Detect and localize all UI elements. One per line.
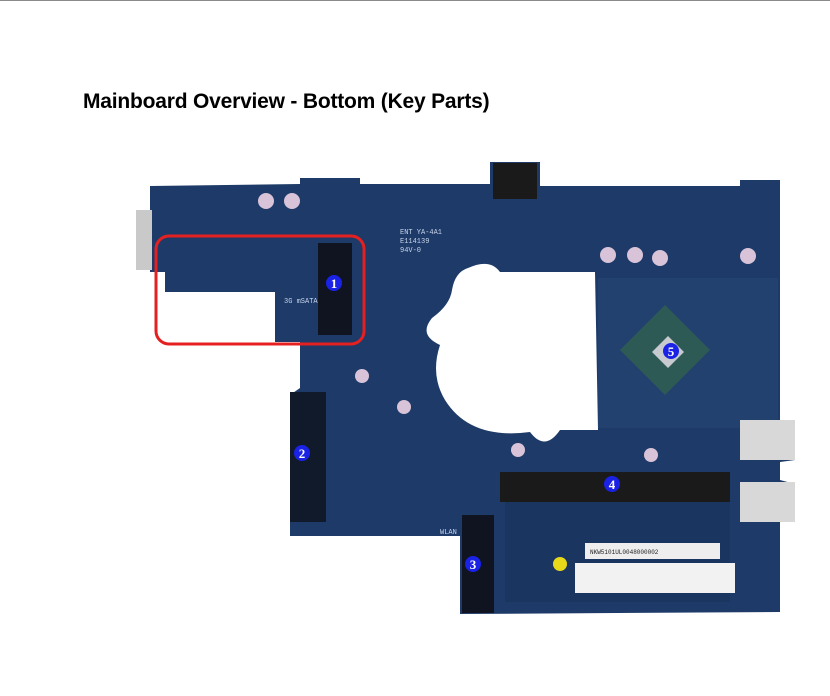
svg-text:2: 2 bbox=[299, 446, 306, 461]
callout-2: 2 bbox=[294, 445, 310, 461]
msata-silkscreen: 3G mSATA bbox=[284, 298, 318, 306]
callout-5: 5 bbox=[663, 343, 679, 359]
barcode-sticker bbox=[575, 563, 735, 593]
side-connector bbox=[136, 210, 152, 270]
board-marking-1: ENT YA-4A1 bbox=[400, 229, 442, 237]
board-marking-3: 94V-0 bbox=[400, 247, 421, 255]
callout-3: 3 bbox=[465, 556, 481, 572]
usb-port bbox=[740, 482, 795, 522]
svg-text:1: 1 bbox=[331, 276, 338, 291]
svg-text:3: 3 bbox=[470, 557, 477, 572]
board-cutout bbox=[426, 263, 598, 442]
callout-1: 1 bbox=[326, 275, 342, 291]
serial-label: NKW5101UL0048000002 bbox=[590, 549, 659, 556]
svg-text:5: 5 bbox=[668, 344, 675, 359]
usb-port bbox=[740, 420, 795, 460]
serial-sticker bbox=[585, 543, 720, 559]
capacitors bbox=[258, 193, 756, 462]
board-marking-2: E114139 bbox=[400, 238, 429, 246]
callout-4: 4 bbox=[604, 476, 620, 492]
page-title: Mainboard Overview - Bottom (Key Parts) bbox=[83, 90, 490, 113]
msata-highlight-box bbox=[154, 234, 366, 346]
wlan-silkscreen: WLAN bbox=[440, 529, 457, 537]
svg-text:4: 4 bbox=[609, 477, 616, 492]
power-connector bbox=[493, 163, 537, 199]
page-top-border bbox=[0, 0, 830, 1]
yellow-sticker bbox=[553, 557, 567, 571]
